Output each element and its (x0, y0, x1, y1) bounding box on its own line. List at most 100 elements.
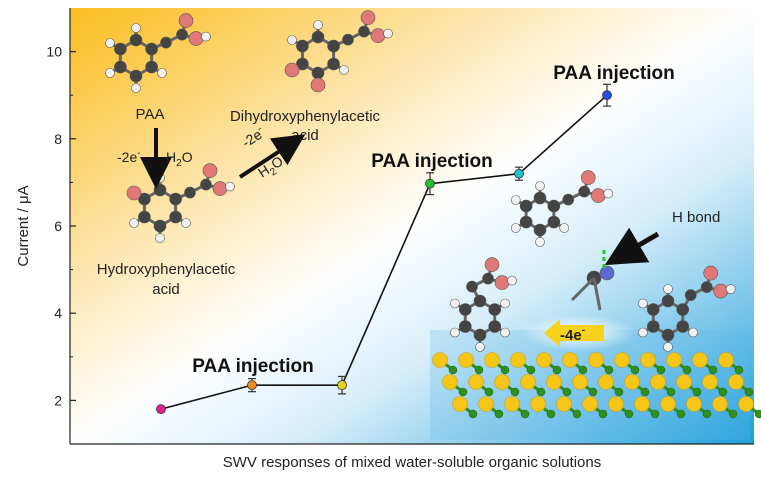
y-tick-label: 4 (54, 305, 62, 321)
atom (663, 284, 673, 294)
atom (638, 298, 648, 309)
step2-arrow (238, 134, 306, 179)
atom (580, 170, 596, 185)
metal-atom (468, 409, 478, 419)
y-axis-title: Current / μA (15, 185, 32, 266)
dihydroxy-label-2: acid (291, 127, 319, 144)
paa-label: PAA (136, 106, 165, 123)
metal-atom (474, 365, 484, 375)
sulfur-atom (442, 374, 458, 390)
metal-atom (562, 387, 572, 397)
y-tick-label: 8 (54, 131, 62, 147)
metal-atom (494, 409, 504, 419)
atom (129, 218, 139, 228)
adsorbed-paa-molecule (510, 170, 614, 247)
atom (663, 342, 673, 352)
metal-atom (708, 365, 718, 375)
sulfur-atom (712, 396, 728, 412)
metal-atom (676, 409, 686, 419)
sulfur-atom (650, 374, 666, 390)
atom (547, 215, 561, 229)
hydroxy-molecule (126, 163, 235, 243)
electron-label: -4e- (560, 325, 585, 344)
annotation-paa-injection-1: PAA injection (192, 356, 313, 377)
atom (157, 68, 167, 78)
data-point (156, 404, 166, 415)
metal-atom (682, 365, 692, 375)
sulfur-atom (484, 352, 500, 368)
atom (661, 328, 675, 342)
atom (296, 39, 309, 53)
atom (131, 23, 141, 33)
atom (688, 327, 698, 338)
sulfur-atom (458, 352, 474, 368)
sulfur-atom (614, 352, 630, 368)
atom (360, 10, 376, 25)
atom (311, 30, 325, 44)
atom (450, 327, 460, 338)
atom (160, 36, 172, 49)
atom (342, 33, 354, 46)
atom (700, 281, 713, 293)
atom (176, 28, 188, 41)
metal-atom (650, 409, 660, 419)
atom (646, 320, 660, 333)
metal-atom (666, 387, 676, 397)
atom (562, 193, 575, 206)
atom (310, 77, 326, 93)
atom (535, 237, 545, 247)
sulfur-atom (582, 396, 598, 412)
sulfur-atom (598, 374, 614, 390)
atom (533, 191, 547, 205)
atom (339, 65, 349, 75)
atom (200, 178, 212, 191)
atom (153, 219, 167, 233)
data-point (247, 380, 257, 391)
atom (473, 294, 487, 308)
metal-atom (640, 387, 650, 397)
data-point (514, 168, 524, 179)
atom (296, 57, 309, 71)
atom (488, 303, 502, 316)
atom (114, 42, 127, 56)
step1-electron-label: -2e- (117, 148, 141, 165)
atom (450, 298, 460, 309)
sulfur-atom (634, 396, 650, 412)
atom (713, 283, 729, 299)
x-axis-title: SWV responses of mixed water-soluble org… (223, 454, 602, 471)
metal-atom (614, 387, 624, 397)
sulfur-atom (692, 352, 708, 368)
paa-molecule (105, 13, 211, 93)
atom (458, 303, 472, 316)
atom (473, 328, 487, 342)
electron-arrow (544, 319, 604, 347)
sulfur-atom (546, 374, 562, 390)
sulfur-atom (536, 352, 552, 368)
atom (202, 163, 218, 178)
data-point (602, 90, 612, 101)
dihydroxy-molecule (284, 10, 393, 93)
atom (105, 38, 115, 48)
sulfur-atom (666, 352, 682, 368)
atom (129, 33, 143, 47)
metal-atom (744, 387, 754, 397)
sulfur-atom (608, 396, 624, 412)
metal-atom (718, 387, 728, 397)
sulfur-atom (520, 374, 536, 390)
atom (138, 210, 151, 224)
atom (225, 181, 235, 192)
atom (169, 210, 182, 224)
metal-atom (588, 387, 598, 397)
atom (284, 62, 300, 78)
sulfur-atom (562, 352, 578, 368)
metal-atom (552, 365, 562, 375)
sulfur-atom (676, 374, 692, 390)
bond (570, 276, 596, 302)
atom (638, 327, 648, 338)
atom (535, 181, 545, 191)
metal-atom (500, 365, 510, 375)
sulfur-atom (452, 396, 468, 412)
metal-atom (702, 409, 712, 419)
sulfur-atom (728, 374, 744, 390)
